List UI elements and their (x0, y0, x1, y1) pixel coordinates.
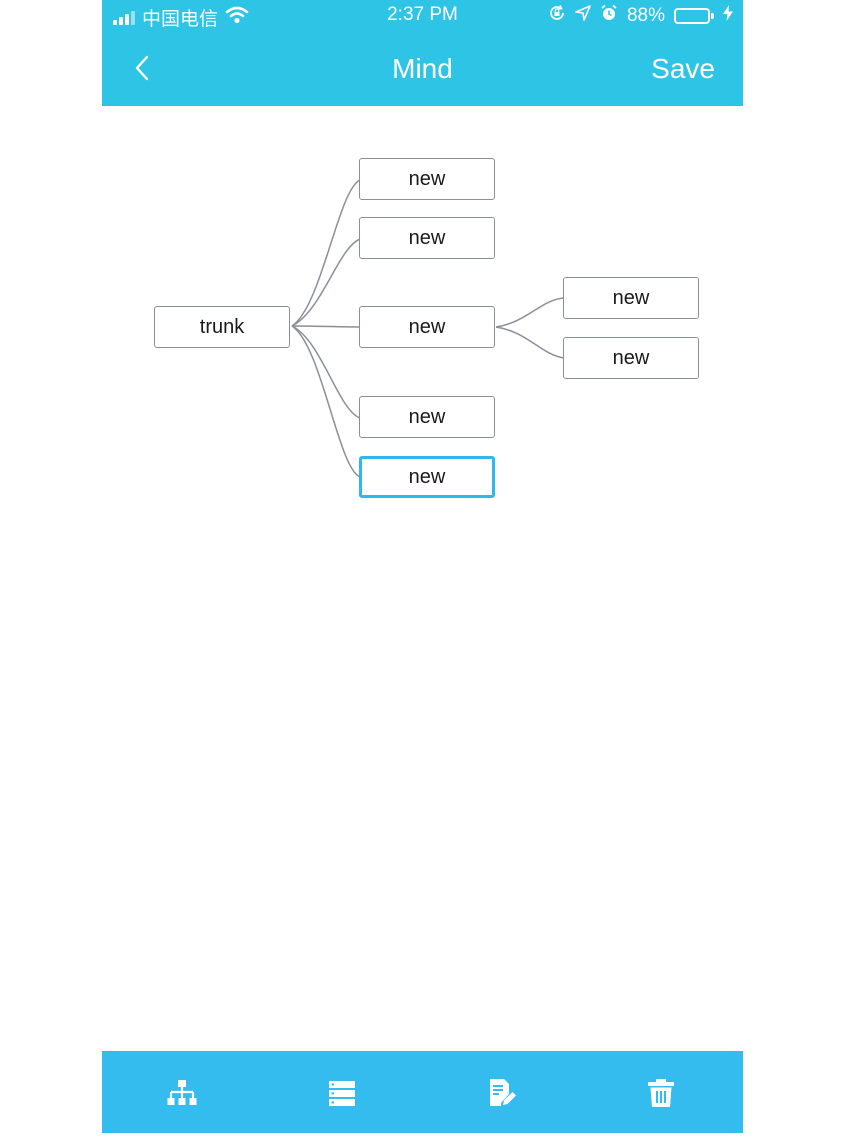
mindmap-node-selected[interactable]: new (359, 456, 495, 498)
connector-line (291, 325, 361, 478)
mindmap-node[interactable]: new (359, 217, 495, 259)
org-chart-button[interactable] (160, 1071, 204, 1115)
mindmap-root-node[interactable]: trunk (154, 306, 290, 348)
delete-button[interactable] (639, 1071, 683, 1115)
org-chart-icon (167, 1080, 197, 1105)
status-right: 88% (548, 4, 733, 28)
mindmap-node[interactable]: new (563, 337, 699, 379)
orientation-lock-icon (548, 4, 566, 28)
app-screen: 中国电信 2:37 PM (102, 0, 743, 1136)
battery-percent: 88% (626, 5, 665, 26)
bottom-toolbar (102, 1051, 743, 1133)
edit-note-icon (490, 1079, 516, 1106)
connector-line (495, 297, 565, 328)
mindmap-node[interactable]: new (563, 277, 699, 319)
status-time: 2:37 PM (387, 4, 458, 25)
page-title: Mind (392, 53, 453, 84)
status-left: 中国电信 (113, 4, 249, 31)
wifi-icon (225, 6, 249, 30)
chevron-left-icon (135, 55, 149, 81)
navigation-bar: Mind Save (102, 34, 743, 106)
carrier-label: 中国电信 (142, 9, 219, 30)
charging-icon (723, 5, 733, 27)
signal-icon (113, 10, 135, 25)
trash-icon (648, 1079, 674, 1107)
app-header: 中国电信 2:37 PM (102, 0, 743, 106)
connector-line (495, 326, 565, 359)
mindmap-node[interactable]: new (359, 396, 495, 438)
save-button[interactable]: Save (651, 53, 715, 84)
battery-icon (674, 8, 714, 24)
edit-note-button[interactable] (480, 1071, 524, 1115)
back-button[interactable] (122, 48, 162, 88)
list-layers-icon (329, 1081, 355, 1106)
connector-line (291, 325, 361, 328)
connector-line (291, 238, 361, 327)
mindmap-node[interactable]: new (359, 158, 495, 200)
status-bar: 中国电信 2:37 PM (102, 0, 743, 32)
alarm-icon (600, 4, 618, 28)
connector-line (291, 325, 361, 419)
location-icon (575, 5, 591, 27)
mindmap-node[interactable]: new (359, 306, 495, 348)
mindmap-canvas[interactable]: trunk new new new new new new new (102, 106, 743, 1051)
list-layers-button[interactable] (320, 1071, 364, 1115)
mindmap-connectors (291, 179, 565, 478)
connector-line (291, 179, 361, 327)
